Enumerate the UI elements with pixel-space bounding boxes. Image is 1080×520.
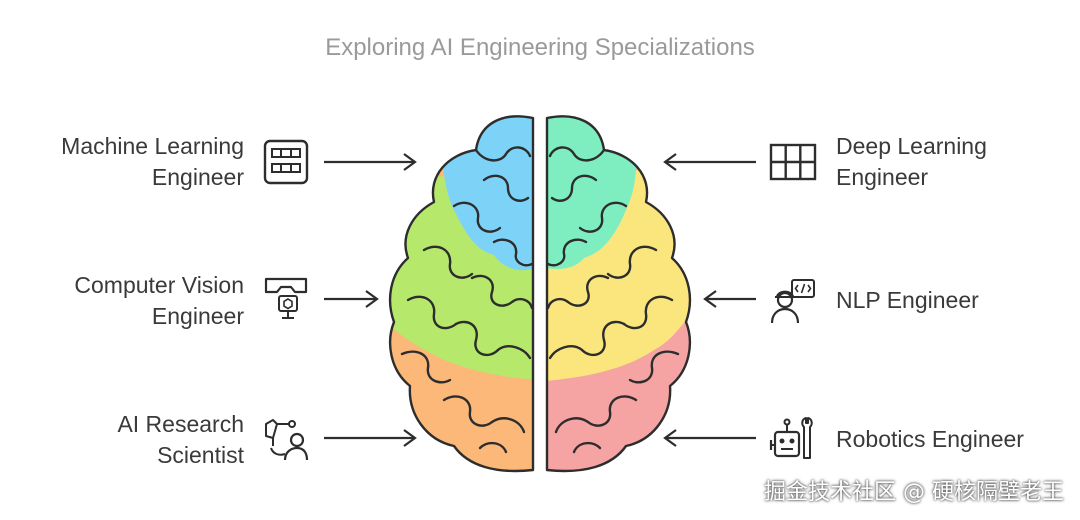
arrow-to-brain-top-left: [324, 153, 417, 171]
left-hemisphere: [390, 116, 533, 471]
robot-wrench-icon: [769, 417, 813, 459]
table-grid-icon: [769, 143, 817, 181]
arrow-to-brain-middle-right: [703, 290, 756, 308]
arrow-to-brain-top-right: [663, 153, 756, 171]
arrow-to-brain-middle-left: [324, 290, 379, 308]
arrow-to-brain-bottom-right: [663, 429, 756, 447]
researcher-icon: [265, 419, 309, 461]
grid-dashboard-icon: [263, 139, 309, 185]
vr-camera-icon: [264, 277, 308, 319]
right-hemisphere: [547, 116, 690, 471]
brain-outline: [388, 115, 692, 473]
diagram-title: Exploring AI Engineering Specializations: [325, 34, 755, 61]
watermark: 掘金技术社区 @ 硬核隔壁老王: [764, 480, 1064, 505]
label-nlp-engineer: NLP Engineer: [836, 287, 979, 313]
coder-person-icon: [770, 279, 815, 324]
label-robotics-engineer: Robotics Engineer: [836, 426, 1024, 452]
brain-diagram: [388, 115, 692, 473]
arrow-to-brain-bottom-left: [324, 429, 417, 447]
